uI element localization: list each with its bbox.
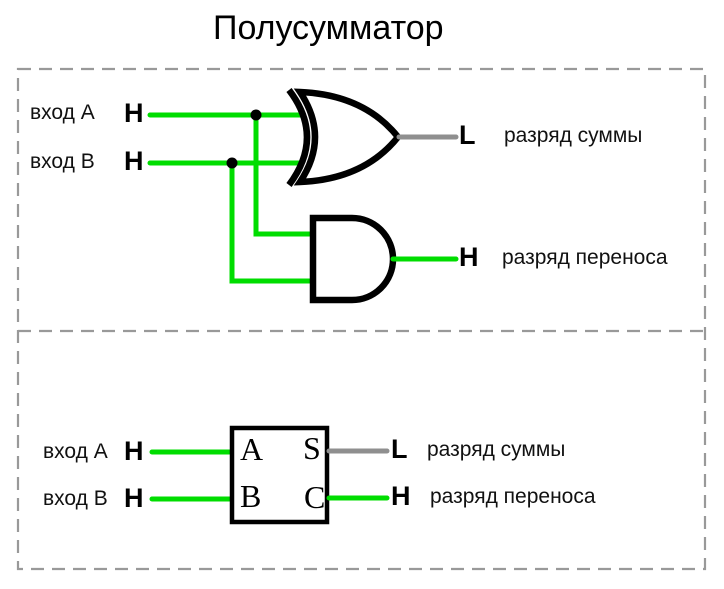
block-carry-output-label: разряд переноса: [430, 485, 596, 508]
block-level-circuit: [149, 425, 390, 525]
block-input-a-label: вход A: [43, 440, 108, 463]
xor-gate: [293, 88, 403, 186]
wire-branch-b: [229, 163, 316, 284]
block-sum-level: L: [391, 434, 408, 464]
junction-dot-a: [250, 109, 262, 121]
block-input-a-level: H: [124, 436, 144, 466]
and-gate: [309, 214, 397, 304]
block-pin-b: B: [240, 478, 262, 514]
carry-level: H: [459, 242, 479, 272]
gate-level-circuit: [147, 88, 459, 304]
sum-output-label: разряд суммы: [504, 124, 643, 147]
input-b-level: H: [124, 146, 144, 176]
block-sum-output-label: разряд суммы: [427, 438, 566, 461]
junction-dot-b: [226, 157, 238, 169]
block-carry-level: H: [391, 481, 411, 511]
block-pin-a: A: [240, 431, 264, 467]
block-pin-s: S: [303, 430, 321, 466]
outer-dashed-frame: [16, 67, 707, 571]
half-adder-block: [229, 425, 330, 525]
xor-gate-input-arc: [286, 88, 311, 187]
sum-level: L: [459, 120, 476, 150]
input-a-label: вход A: [30, 101, 95, 124]
block-input-b-label: вход B: [43, 487, 108, 510]
page-title: Полусумматор: [213, 9, 444, 47]
block-pin-c: C: [304, 479, 326, 515]
block-input-b-level: H: [124, 483, 144, 513]
input-a-level: H: [124, 98, 144, 128]
wire-branch-a: [253, 115, 316, 237]
input-b-label: вход B: [30, 150, 95, 173]
carry-output-label: разряд переноса: [502, 246, 668, 269]
